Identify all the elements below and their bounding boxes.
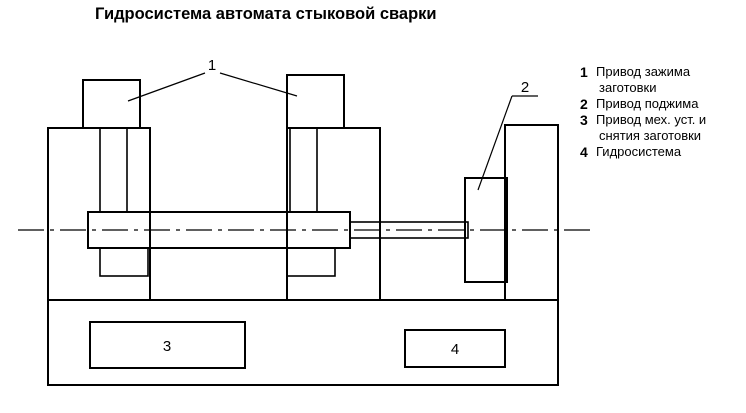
diagram-title: Гидросистема автомата стыковой сварки [95, 5, 437, 23]
left-column-body [47, 127, 151, 301]
press-block [464, 177, 508, 283]
legend-item-1-line2: заготовки [599, 80, 657, 95]
legend-item-1-text: Привод зажима заготовки [596, 64, 744, 96]
legend-item-4: 4 Гидросистема [580, 144, 744, 160]
legend-item-3-text: Привод мех. уст. и снятия заготовки [596, 112, 744, 144]
callout-1-label: 1 [208, 57, 216, 74]
legend-item-3-line1: Привод мех. уст. и [596, 112, 707, 127]
position-box-3 [89, 321, 246, 369]
legend: 1 Привод зажима заготовки 2 Привод поджи… [580, 64, 744, 160]
leader-line-1-right [219, 72, 298, 97]
clamp-block-left [82, 79, 141, 129]
lower-jaw-left [99, 247, 149, 277]
legend-item-1: 1 Привод зажима заготовки [580, 64, 744, 96]
lower-jaw-right [286, 247, 336, 277]
legend-item-2-line1: Привод поджима [596, 96, 699, 111]
legend-item-1-line1: Привод зажима [596, 64, 691, 79]
middle-column-body [286, 127, 381, 301]
box-4-label: 4 [451, 341, 459, 358]
legend-item-4-number: 4 [580, 144, 588, 160]
box-3-label: 3 [163, 338, 171, 355]
legend-item-2-text: Привод поджима [596, 96, 744, 112]
position-box-4 [404, 329, 506, 368]
leader-line-2 [477, 95, 513, 191]
press-rod [349, 221, 469, 239]
machine-base [47, 299, 559, 386]
clamp-block-right [286, 74, 345, 129]
legend-item-2-number: 2 [580, 96, 588, 112]
legend-item-3-number: 3 [580, 112, 588, 128]
legend-item-2: 2 Привод поджима [580, 96, 744, 112]
clamp-piston-right [289, 127, 318, 213]
legend-item-4-text: Гидросистема [596, 144, 744, 160]
legend-item-3: 3 Привод мех. уст. и снятия заготовки [580, 112, 744, 144]
clamp-piston-left [99, 127, 128, 213]
callout-2-label: 2 [521, 79, 529, 96]
leader-line-1-left [127, 72, 206, 102]
legend-item-4-line1: Гидросистема [596, 144, 682, 159]
legend-item-3-line2: снятия заготовки [599, 128, 702, 143]
legend-item-1-number: 1 [580, 64, 588, 80]
right-column-body [504, 124, 559, 301]
